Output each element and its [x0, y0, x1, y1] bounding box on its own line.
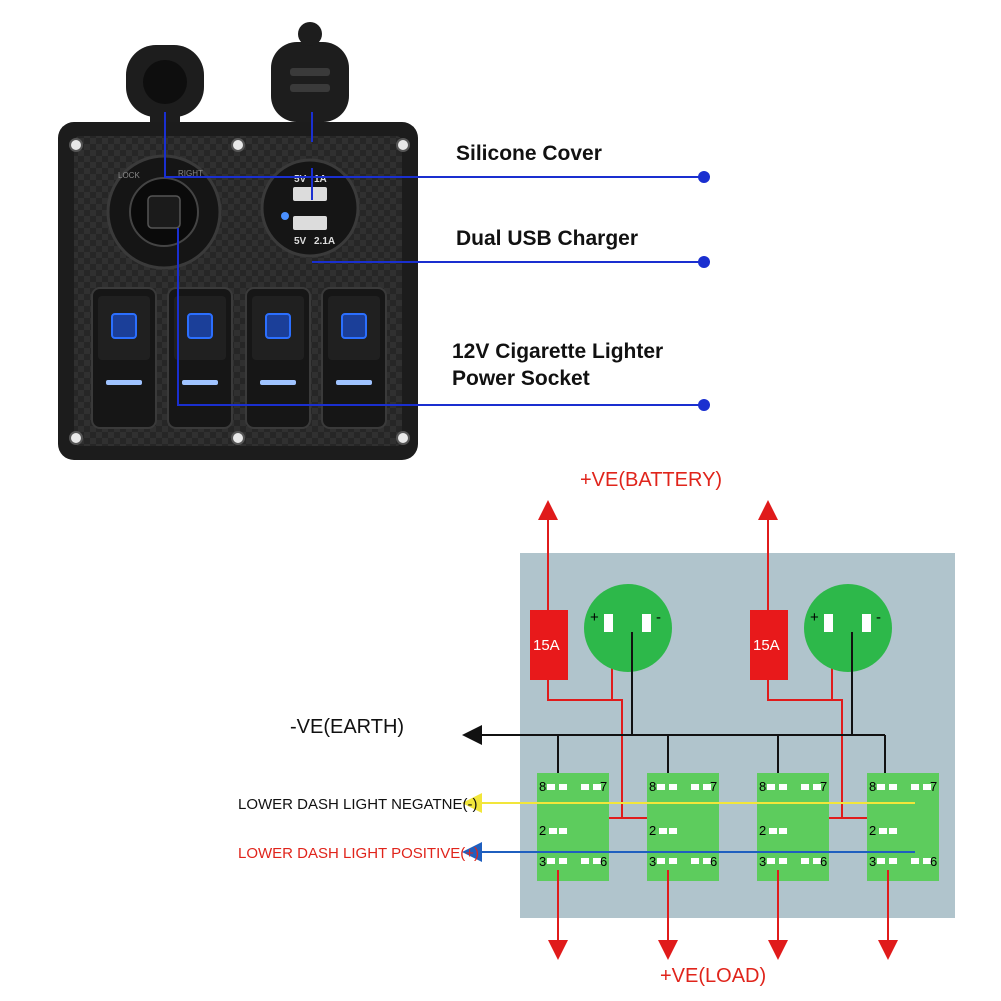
relay-switch-1: 8 7 2 3 6: [537, 773, 609, 881]
socket-1: + -: [584, 584, 672, 672]
switch-led-icon: [260, 380, 296, 385]
pin-8-label: 8: [869, 779, 876, 794]
pin-3-label: 3: [759, 854, 766, 869]
pin-6-label: 6: [930, 854, 937, 869]
socket-2-plus: +: [810, 609, 819, 626]
pin-6-label: 6: [710, 854, 717, 869]
dash-negative-label: LOWER DASH LIGHT NEGATNE(-): [238, 796, 477, 813]
load-label: +VE(LOAD): [660, 965, 766, 987]
pin-3-label: 3: [539, 854, 546, 869]
rocker-switch-4[interactable]: [321, 287, 387, 429]
fuse-2-label: 15A: [753, 637, 780, 654]
battery-label: +VE(BATTERY): [580, 469, 722, 491]
rocker-switch-3[interactable]: [245, 287, 311, 429]
callout-dot-silicone: [698, 171, 710, 183]
earth-label: -VE(EARTH): [290, 716, 404, 738]
usb-top-voltage: 5V: [294, 174, 307, 185]
dual-usb-charger: 5V 1A 5V 2.1A: [260, 158, 360, 258]
pin-7-label: 7: [600, 779, 607, 794]
rocker-switch-2[interactable]: [167, 287, 233, 429]
relay-switch-4: 8 7 2 3 6: [867, 773, 939, 881]
fuse-2: 15A: [750, 610, 788, 680]
fuse-1: 15A: [530, 610, 568, 680]
switch-symbol-icon: [265, 313, 291, 339]
socket-1-plus: +: [590, 609, 599, 626]
pin-2-label: 2: [869, 823, 876, 838]
pin-8-label: 8: [539, 779, 546, 794]
rocker-switches: [91, 287, 387, 429]
usb-bottom-voltage: 5V: [294, 236, 307, 247]
socket-2: + -: [804, 584, 892, 672]
socket-1-minus: -: [656, 609, 661, 626]
dual-usb-label: Dual USB Charger: [456, 227, 638, 250]
usb-top-current: 1A: [314, 174, 327, 185]
mounting-holes: [69, 138, 410, 445]
pin-2-label: 2: [759, 823, 766, 838]
switch-led-icon: [336, 380, 372, 385]
cigarette-lighter-label-line1: 12V Cigarette Lighter: [452, 340, 663, 363]
pin-2-label: 2: [649, 823, 656, 838]
callout-dots: [698, 171, 710, 411]
pin-7-label: 7: [820, 779, 827, 794]
pin-8-label: 8: [759, 779, 766, 794]
socket-right-label: RIGHT: [178, 169, 203, 178]
cigarette-lighter-socket: LOCK RIGHT: [106, 154, 222, 270]
switch-led-icon: [106, 380, 142, 385]
dash-positive-label: LOWER DASH LIGHT POSITIVE(+): [238, 845, 479, 862]
pin-3-label: 3: [869, 854, 876, 869]
usb-bottom-current: 2.1A: [314, 236, 335, 247]
cigarette-lighter-label-line2: Power Socket: [452, 367, 590, 390]
rocker-switch-1[interactable]: [91, 287, 157, 429]
relay-switch-3: 8 7 2 3 6: [757, 773, 829, 881]
fuse-1-label: 15A: [533, 637, 560, 654]
pin-6-label: 6: [600, 854, 607, 869]
socket-2-minus: -: [876, 609, 881, 626]
pin-7-label: 7: [710, 779, 717, 794]
pin-2-label: 2: [539, 823, 546, 838]
pin-6-label: 6: [820, 854, 827, 869]
wiring-switches: 8 7 2 3 6 8 7 2 3 6 8 7 2 3 6 8 7 2 3 6: [537, 773, 939, 881]
usb-indicator-led: [281, 212, 289, 220]
silicone-cover-label: Silicone Cover: [456, 142, 602, 165]
pin-8-label: 8: [649, 779, 656, 794]
pin-3-label: 3: [649, 854, 656, 869]
switch-symbol-icon: [187, 313, 213, 339]
callout-lines: [164, 112, 704, 406]
load-wires: [548, 870, 898, 960]
battery-wires: [538, 500, 778, 610]
switch-panel: LOCK RIGHT 5V 1A 5V 2.1A: [58, 22, 710, 460]
switch-led-icon: [182, 380, 218, 385]
socket-lock-label: LOCK: [118, 171, 140, 180]
callout-dot-socket: [698, 399, 710, 411]
switch-symbol-icon: [111, 313, 137, 339]
wiring-diagram: 15A 15A + - + -: [238, 469, 955, 987]
pin-7-label: 7: [930, 779, 937, 794]
callout-dot-usb: [698, 256, 710, 268]
switch-symbol-icon: [341, 313, 367, 339]
relay-switch-2: 8 7 2 3 6: [647, 773, 719, 881]
